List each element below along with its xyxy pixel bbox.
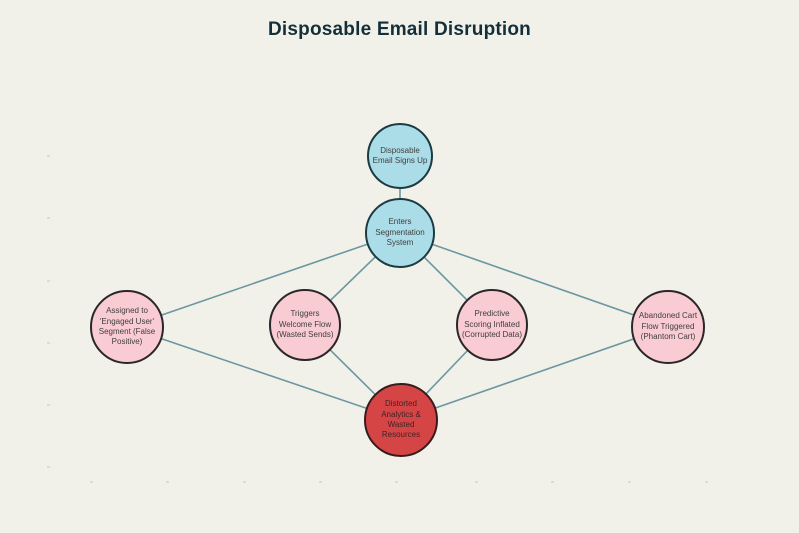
node-label: Disposable Email Signs Up bbox=[372, 145, 428, 165]
edge-segmentation-abandoned-cart bbox=[399, 232, 669, 328]
edge-engaged-segment-distorted-analytics bbox=[126, 326, 402, 421]
node-abandoned-cart: Abandoned Cart Flow Triggered (Phantom C… bbox=[631, 290, 705, 364]
left-axis-tick bbox=[47, 217, 50, 219]
node-label: Predictive Scoring Inflated (Corrupted D… bbox=[461, 309, 523, 340]
bottom-axis-tick bbox=[551, 481, 554, 483]
left-axis-tick bbox=[47, 155, 50, 157]
edge-abandoned-cart-distorted-analytics bbox=[400, 326, 669, 421]
left-axis-tick bbox=[47, 280, 50, 282]
node-label: Enters Segmentation System bbox=[375, 217, 425, 248]
edge-segmentation-engaged-segment bbox=[126, 232, 401, 328]
node-label: Abandoned Cart Flow Triggered (Phantom C… bbox=[638, 311, 698, 342]
left-axis-tick bbox=[47, 466, 50, 468]
bottom-axis-tick bbox=[705, 481, 708, 483]
bottom-axis-tick bbox=[475, 481, 478, 483]
node-signup: Disposable Email Signs Up bbox=[367, 123, 433, 189]
left-axis-tick bbox=[47, 342, 50, 344]
bottom-axis-tick bbox=[166, 481, 169, 483]
node-predictive-scoring: Predictive Scoring Inflated (Corrupted D… bbox=[456, 289, 528, 361]
bottom-axis-tick bbox=[395, 481, 398, 483]
diagram-title: Disposable Email Disruption bbox=[267, 19, 531, 40]
left-axis-tick bbox=[47, 404, 50, 406]
bottom-axis-tick bbox=[90, 481, 93, 483]
node-label: Triggers Welcome Flow (Wasted Sends) bbox=[276, 309, 334, 340]
node-distorted-analytics: Distorted Analytics & Wasted Resources bbox=[364, 383, 438, 457]
bottom-axis-tick bbox=[628, 481, 631, 483]
node-welcome-flow: Triggers Welcome Flow (Wasted Sends) bbox=[269, 289, 341, 361]
node-label: Assigned to 'Engaged User' Segment (Fals… bbox=[98, 306, 156, 347]
node-label: Distorted Analytics & Wasted Resources bbox=[381, 399, 421, 440]
node-segmentation: Enters Segmentation System bbox=[365, 198, 435, 268]
bottom-axis-tick bbox=[319, 481, 322, 483]
node-engaged-segment: Assigned to 'Engaged User' Segment (Fals… bbox=[90, 290, 164, 364]
bottom-axis-tick bbox=[243, 481, 246, 483]
